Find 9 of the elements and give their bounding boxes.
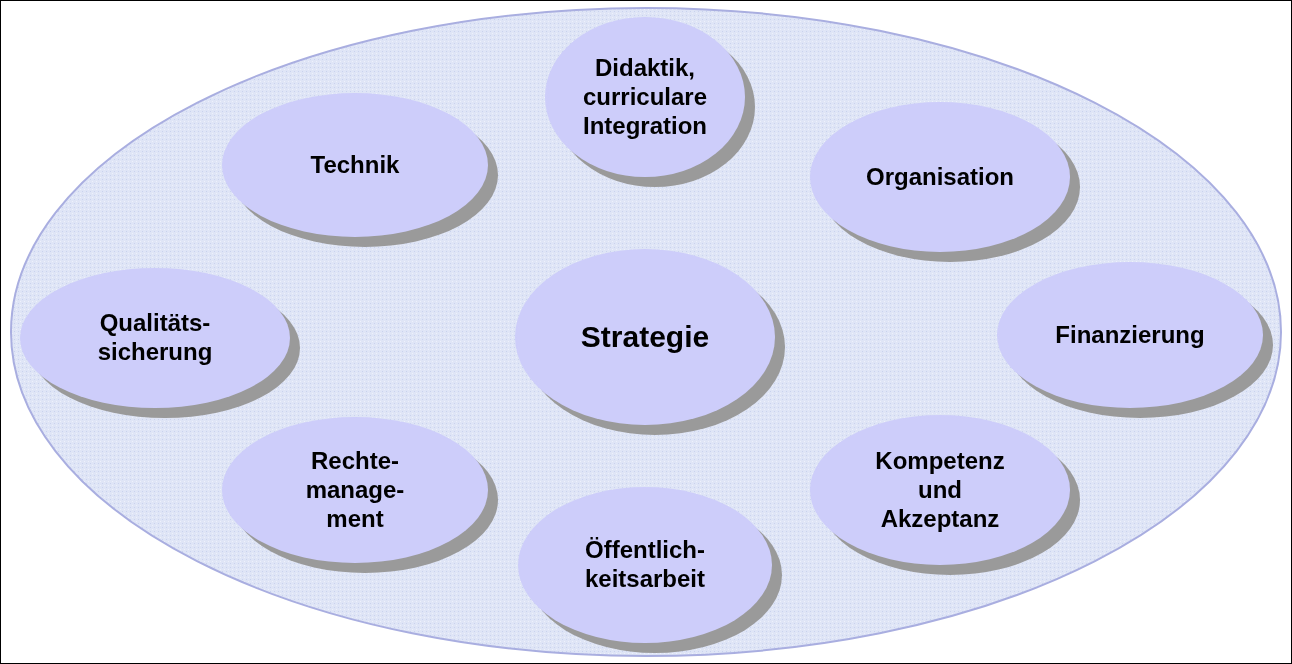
topic-label: Rechte- manage- ment: [304, 446, 406, 534]
topic-label: Kompetenz und Akzeptanz: [874, 446, 1006, 534]
topic-label: Finanzierung: [1054, 320, 1206, 350]
topic-label: Öffentlich- keitsarbeit: [583, 536, 707, 594]
topic-label: Qualitäts- sicherung: [96, 309, 214, 367]
topic-label: Strategie: [579, 319, 711, 355]
topic-label: Didaktik, curriculare Integration: [581, 53, 709, 141]
topic-label: Technik: [309, 150, 401, 180]
topic-label: Organisation: [865, 162, 1015, 192]
